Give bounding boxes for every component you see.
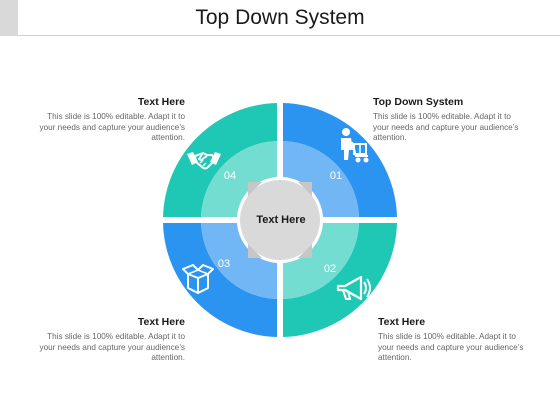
megaphone-icon: [333, 268, 373, 308]
text-block-03-heading: Text Here: [137, 316, 185, 328]
text-block-01-heading: Top Down System: [373, 96, 464, 108]
segment-01-inner: [283, 141, 359, 217]
segment-02-outer: [283, 223, 397, 337]
corner-decoration: [0, 0, 18, 36]
segment-01-outer: [283, 103, 397, 217]
text-block-02-heading: Text Here: [378, 316, 426, 328]
open-box-icon: [178, 258, 218, 298]
text-block-01: Top Down System This slide is 100% edita…: [373, 96, 523, 144]
segment-02-inner: [283, 223, 359, 299]
text-block-01-body: This slide is 100% editable. Adapt it to…: [373, 112, 519, 142]
text-block-03-body: This slide is 100% editable. Adapt it to…: [39, 332, 185, 362]
handshake-icon: [184, 140, 224, 180]
arrow-mark-sw: [248, 244, 262, 258]
text-block-03: Text Here This slide is 100% editable. A…: [35, 316, 185, 364]
title-divider: [18, 35, 560, 36]
text-block-02: Text Here This slide is 100% editable. A…: [378, 316, 528, 364]
text-block-04-heading: Text Here: [137, 96, 185, 108]
segment-04-outer: [163, 103, 277, 217]
delivery-person-icon: [332, 126, 372, 166]
center-disc: [240, 180, 320, 260]
segment-04-inner: [201, 141, 277, 217]
arrow-mark-ne: [298, 182, 312, 196]
segment-04-number: 04: [223, 170, 237, 182]
segment-02-number: 02: [323, 263, 337, 275]
arrow-mark-se: [298, 244, 312, 258]
segment-01-number: 01: [329, 170, 343, 182]
slide-title: Top Down System: [195, 6, 365, 29]
text-block-04: Text Here This slide is 100% editable. A…: [35, 96, 185, 144]
arrow-mark-nw: [248, 182, 262, 196]
segment-03-outer: [163, 223, 277, 337]
segment-03-inner: [201, 223, 277, 299]
text-block-02-body: This slide is 100% editable. Adapt it to…: [378, 332, 524, 362]
center-label: Text Here: [256, 214, 306, 226]
text-block-04-body: This slide is 100% editable. Adapt it to…: [39, 112, 185, 142]
segment-03-number: 03: [217, 258, 231, 270]
